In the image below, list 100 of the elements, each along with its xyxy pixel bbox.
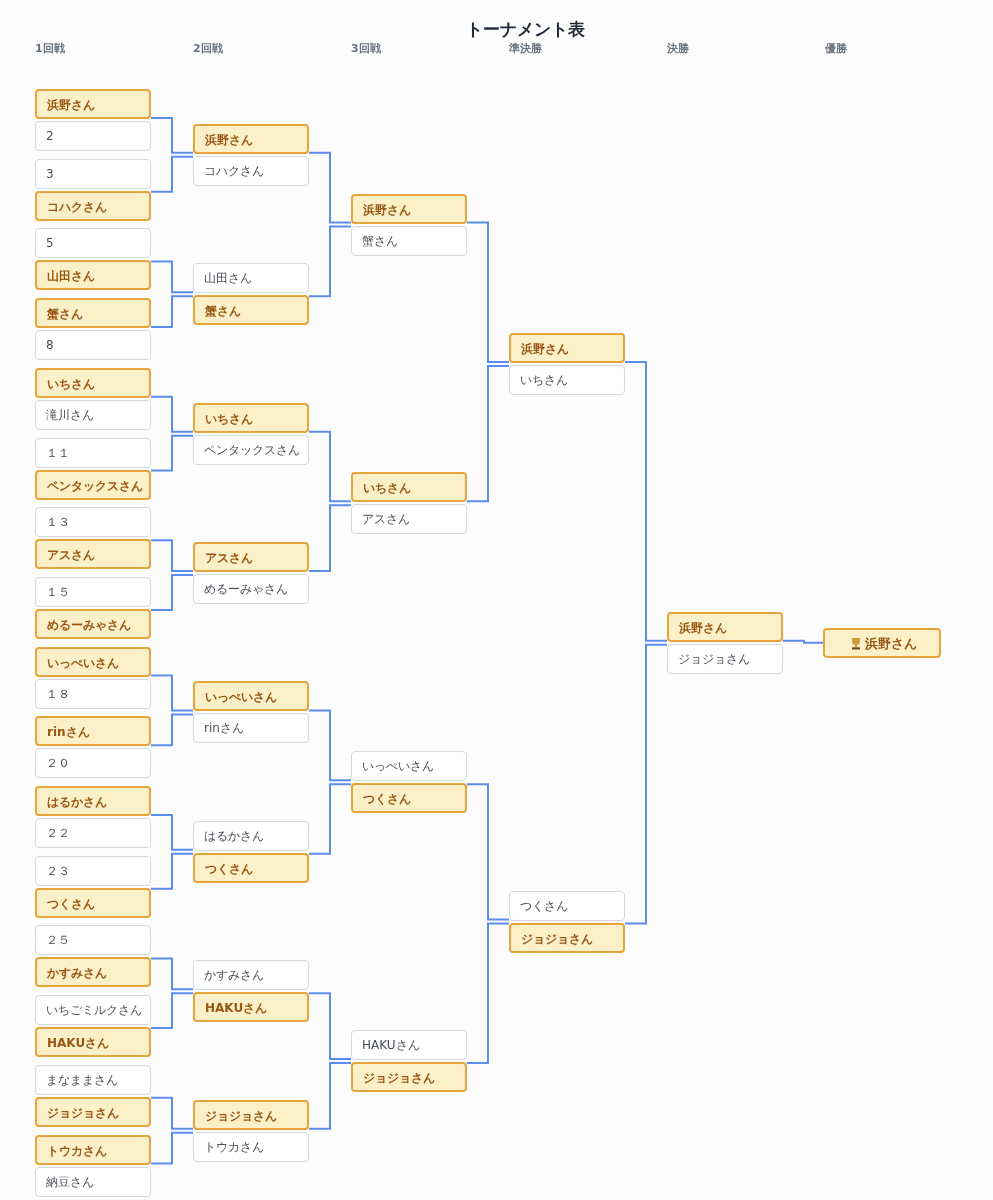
player-box: トウカさん — [193, 1131, 309, 1162]
winner-box: 蟹さん — [193, 295, 309, 326]
winner-box: つくさん — [193, 852, 309, 883]
winner-box: 浜野さん — [509, 332, 625, 363]
player-box: 滝川さん — [35, 399, 151, 430]
winner-box: トウカさん — [35, 1134, 151, 1165]
winner-box: つくさん — [35, 887, 151, 918]
player-box: HAKUさん — [351, 1029, 467, 1060]
bracket-line — [150, 574, 194, 611]
player-box: 5 — [35, 228, 151, 259]
bracket-line — [150, 814, 194, 851]
winner-box: コハクさん — [35, 190, 151, 221]
winner-box: いっぺいさん — [35, 646, 151, 677]
round-heading: 1回戦 — [35, 41, 65, 56]
round-heading: 優勝 — [825, 41, 847, 56]
player-box: １１ — [35, 437, 151, 468]
player-box: 2 — [35, 121, 151, 151]
winner-box: 浜野さん — [351, 193, 467, 224]
bracket-line — [150, 295, 194, 329]
bracket-line — [782, 639, 824, 644]
winner-box: 浜野さん — [667, 611, 783, 642]
winner-box: いちさん — [351, 472, 467, 503]
bracket-line — [466, 783, 510, 921]
winner-box: アスさん — [35, 539, 151, 570]
winner-box: ジョジョさん — [351, 1061, 467, 1092]
bracket-line — [466, 364, 510, 503]
winner-box: つくさん — [351, 783, 467, 814]
player-box: 納豆さん — [35, 1166, 151, 1197]
player-box: つくさん — [509, 890, 625, 921]
bracket-line — [308, 151, 352, 224]
winner-box: いちさん — [35, 367, 151, 398]
round-heading: 3回戦 — [351, 41, 381, 56]
bracket-line — [308, 225, 352, 298]
bracket-line — [150, 260, 194, 294]
player-box: まなままさん — [35, 1064, 151, 1095]
winner-box: HAKUさん — [193, 992, 309, 1023]
bracket-line — [308, 709, 352, 782]
bracket-line — [150, 117, 194, 154]
player-box: ２０ — [35, 748, 151, 779]
bracket-line — [150, 539, 194, 573]
player-box: はるかさん — [193, 820, 309, 851]
player-box: １８ — [35, 678, 151, 709]
round-heading: 準決勝 — [509, 41, 542, 56]
bracket-line — [308, 1061, 352, 1130]
winner-box: めるーみゃさん — [35, 608, 151, 639]
player-name: 浜野さん — [865, 635, 917, 651]
bracket-line — [308, 992, 352, 1060]
player-box: ペンタックスさん — [193, 434, 309, 465]
player-box: いっぺいさん — [351, 751, 467, 782]
bracket-line — [150, 1096, 194, 1130]
bracket-line — [150, 434, 194, 472]
winner-box: かすみさん — [35, 957, 151, 988]
winner-box: HAKUさん — [35, 1027, 151, 1058]
winner-box: いちさん — [193, 402, 309, 433]
winner-box: アスさん — [193, 542, 309, 573]
winner-box: 浜野さん — [35, 89, 151, 119]
bracket-line — [150, 713, 194, 747]
bracket-line — [150, 395, 194, 433]
player-box: いちさん — [509, 364, 625, 395]
bracket-line — [150, 155, 194, 193]
bracket-line — [466, 922, 510, 1064]
bracket-line — [150, 674, 194, 712]
winner-box: ジョジョさん — [35, 1096, 151, 1127]
player-box: かすみさん — [193, 960, 309, 991]
player-box: ２３ — [35, 855, 151, 886]
player-box: 蟹さん — [351, 225, 467, 256]
bracket-line — [308, 783, 352, 855]
round-heading: 決勝 — [667, 41, 689, 56]
player-box: ２２ — [35, 818, 151, 848]
bracket-line — [624, 643, 668, 925]
round-heading: 2回戦 — [193, 41, 223, 56]
player-box: １３ — [35, 507, 151, 538]
winner-box: 浜野さん — [193, 123, 309, 154]
player-box: 3 — [35, 158, 151, 189]
bracket-line — [150, 992, 194, 1030]
winner-box: はるかさん — [35, 786, 151, 816]
bracket-line — [150, 957, 194, 991]
winner-box: ジョジョさん — [193, 1099, 309, 1130]
winner-box: いっぺいさん — [193, 681, 309, 712]
player-box: １５ — [35, 576, 151, 607]
winner-box: 山田さん — [35, 260, 151, 291]
player-box: コハクさん — [193, 155, 309, 186]
player-box: 山田さん — [193, 263, 309, 294]
champion-box — [823, 627, 941, 658]
bracket-line — [624, 360, 668, 642]
player-box: ジョジョさん — [667, 643, 783, 674]
bracket-line — [308, 430, 352, 503]
bracket-line — [466, 221, 510, 363]
player-box: アスさん — [351, 504, 467, 535]
bracket-line — [150, 852, 194, 890]
winner-box: rinさん — [35, 716, 151, 747]
winner-box: ペンタックスさん — [35, 469, 151, 500]
player-box: めるーみゃさん — [193, 574, 309, 605]
winner-box: ジョジョさん — [509, 922, 625, 953]
player-box: rinさん — [193, 713, 309, 744]
bracket-line — [150, 1131, 194, 1165]
bracket-line — [308, 504, 352, 573]
title: トーナメント表 — [464, 18, 586, 41]
winner-box: 蟹さん — [35, 298, 151, 329]
player-box: 8 — [35, 330, 151, 361]
